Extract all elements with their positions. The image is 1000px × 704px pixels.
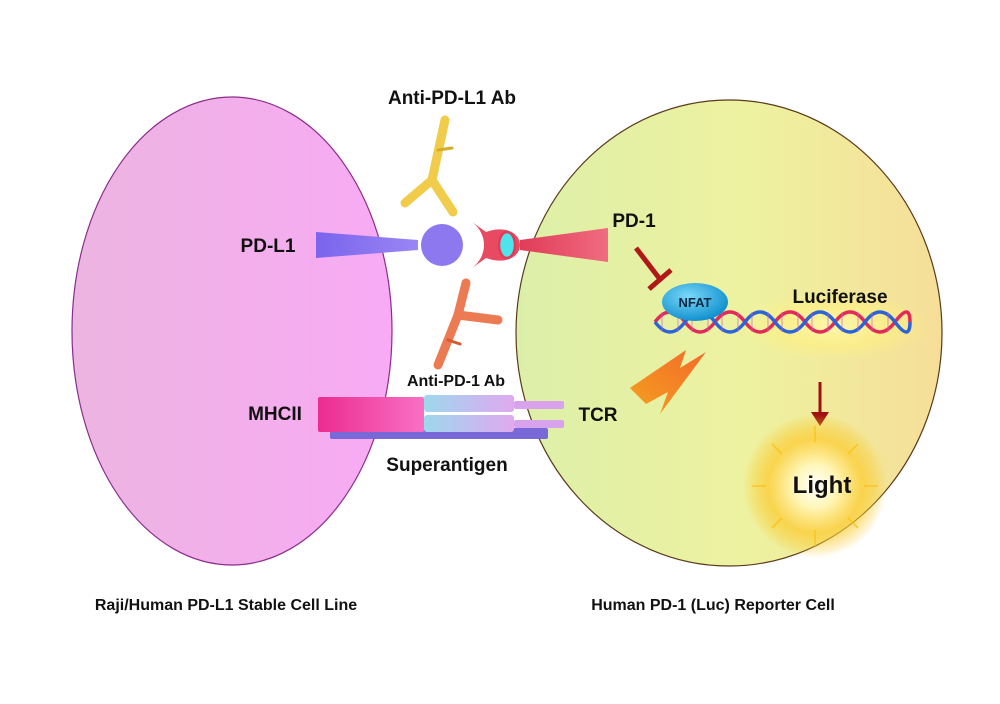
left-cell: [71, 96, 393, 566]
tcr-block-top: [424, 395, 514, 412]
luciferase-glow: [740, 292, 930, 360]
anti-pd-1-ab-label: Anti-PD-1 Ab: [407, 373, 505, 390]
light-label: Light: [793, 472, 852, 499]
anti-pd-l1-antibody-icon: [400, 115, 458, 217]
anti-pd-1-antibody-icon: [433, 278, 503, 370]
mhcii-label: MHCII: [248, 404, 302, 425]
pd-1-receptor: [472, 222, 608, 268]
lightning-bolt-icon: [630, 350, 706, 414]
light-burst-icon: [743, 414, 887, 558]
tcr-stalk-top: [514, 401, 564, 409]
mhcii-tcr-complex: [318, 395, 564, 439]
inhibition-arrow: [634, 246, 673, 291]
right-cell-caption: Human PD-1 (Luc) Reporter Cell: [591, 597, 835, 614]
pd-1-label: PD-1: [612, 211, 656, 232]
left-cell-caption: Raji/Human PD-L1 Stable Cell Line: [95, 597, 357, 614]
tcr-stalk-bottom: [514, 420, 564, 428]
luciferase-label: Luciferase: [792, 287, 887, 308]
superantigen-label: Superantigen: [386, 455, 507, 476]
nfat-label: NFAT: [679, 295, 712, 310]
tcr-block-bottom: [424, 415, 514, 432]
tcr-label: TCR: [578, 405, 617, 426]
anti-pd-l1-ab-label: Anti-PD-L1 Ab: [388, 88, 516, 109]
mhcii-block: [318, 397, 424, 432]
nfat-factor: [662, 283, 728, 321]
pd-l1-label: PD-L1: [241, 236, 296, 257]
pd-l1-receptor: [316, 224, 463, 266]
